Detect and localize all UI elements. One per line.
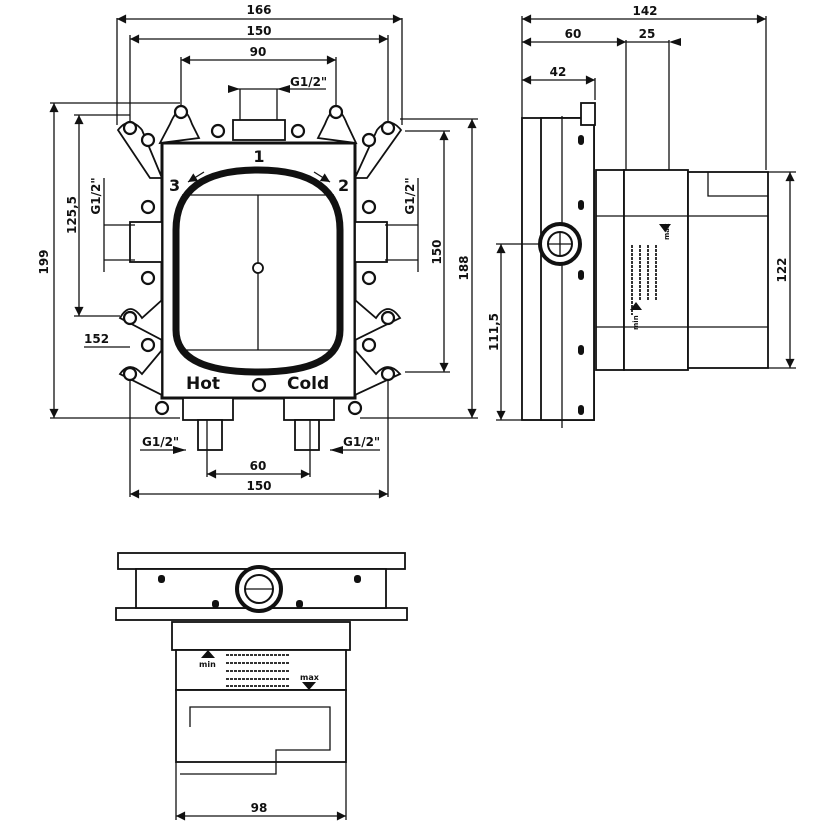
dim-150-text: 150 bbox=[246, 24, 271, 38]
dim-bottom-150: 150 bbox=[129, 380, 389, 499]
min-arrow-icon bbox=[630, 302, 642, 310]
bottom-max-label: max bbox=[300, 673, 320, 682]
dim-142-text: 142 bbox=[632, 4, 657, 18]
arrow-port-2-icon bbox=[313, 171, 331, 183]
port-1-label: 1 bbox=[253, 147, 264, 166]
bottom-label-plate: min max bbox=[199, 650, 320, 690]
bottom-thread-right: G1/2" bbox=[330, 435, 380, 454]
bottom-min-arrow-icon bbox=[201, 650, 215, 658]
front-view: 166 150 90 G1/2" bbox=[37, 3, 478, 499]
dim-inlet-spacing: 60 bbox=[206, 420, 311, 479]
dim-90-text: 90 bbox=[250, 45, 267, 59]
dim-150-bottom-text: 150 bbox=[246, 479, 271, 493]
dim-depth-60: 60 bbox=[522, 27, 627, 170]
bottom-view: min max 98 bbox=[115, 552, 408, 821]
hot-label: Hot bbox=[186, 374, 220, 394]
dim-height-122: 122 bbox=[768, 171, 796, 369]
max-arrow-icon bbox=[659, 224, 671, 232]
bottom-max-arrow-icon bbox=[302, 682, 316, 690]
dim-left-125-5: 125,5 bbox=[65, 114, 130, 317]
bottom-min-label: min bbox=[199, 660, 216, 669]
dim-depth-42: 42 bbox=[522, 65, 596, 100]
arrow-port-3-icon bbox=[187, 171, 205, 183]
dim-height-111-5: 111,5 bbox=[487, 243, 540, 421]
top-thread-callout: G1/2" bbox=[228, 75, 327, 120]
dim-60-text: 60 bbox=[250, 459, 267, 473]
dim-right-150: 150 bbox=[405, 130, 450, 373]
dim-111-5-text: 111,5 bbox=[487, 313, 501, 351]
bottom-thread-left-text: G1/2" bbox=[142, 435, 179, 449]
bottom-body: min max bbox=[115, 552, 408, 775]
dim-bottom-width-98: 98 bbox=[175, 762, 347, 821]
side-label-plate: min max bbox=[630, 223, 671, 330]
dim-outlet-spacing: 90 bbox=[180, 45, 337, 105]
top-thread-text: G1/2" bbox=[290, 75, 327, 89]
dim-60-side-text: 60 bbox=[565, 27, 582, 41]
dim-left-199: 199 bbox=[37, 102, 180, 419]
right-thread-text: G1/2" bbox=[403, 177, 417, 214]
dim-right-188: 188 bbox=[360, 118, 478, 419]
dim-depth-25: 25 bbox=[626, 27, 681, 170]
dim-152-text: 152 bbox=[84, 332, 109, 346]
dim-25-text: 25 bbox=[639, 27, 656, 41]
left-thread-callout: G1/2" bbox=[89, 177, 135, 272]
left-thread-text: G1/2" bbox=[89, 177, 103, 214]
side-min-label: min bbox=[632, 315, 640, 330]
cold-label: Cold bbox=[287, 374, 329, 394]
port-2-label: 2 bbox=[338, 176, 349, 195]
right-thread-callout: G1/2" bbox=[385, 177, 419, 272]
dim-199-text: 199 bbox=[37, 249, 51, 274]
dim-122-text: 122 bbox=[775, 257, 789, 282]
dim-mount-width: 150 bbox=[129, 24, 389, 125]
dim-98-text: 98 bbox=[251, 801, 268, 815]
side-max-label: max bbox=[663, 223, 671, 240]
bottom-thread-right-text: G1/2" bbox=[343, 435, 380, 449]
valve-body: 1 3 2 Hot Cold bbox=[116, 104, 403, 451]
port-3-label: 3 bbox=[169, 176, 180, 195]
side-body: min max bbox=[521, 102, 769, 428]
side-view: 142 60 25 42 bbox=[487, 4, 796, 428]
bottom-thread-left: G1/2" bbox=[140, 435, 186, 454]
dim-150-right-text: 150 bbox=[430, 239, 444, 264]
dim-166-text: 166 bbox=[246, 3, 271, 17]
dim-overall-width: 166 bbox=[116, 3, 403, 125]
dim-left-152: 152 bbox=[84, 332, 130, 348]
dim-125-5-text: 125,5 bbox=[65, 196, 79, 234]
dim-42-text: 42 bbox=[550, 65, 567, 79]
dim-188-text: 188 bbox=[457, 255, 471, 280]
